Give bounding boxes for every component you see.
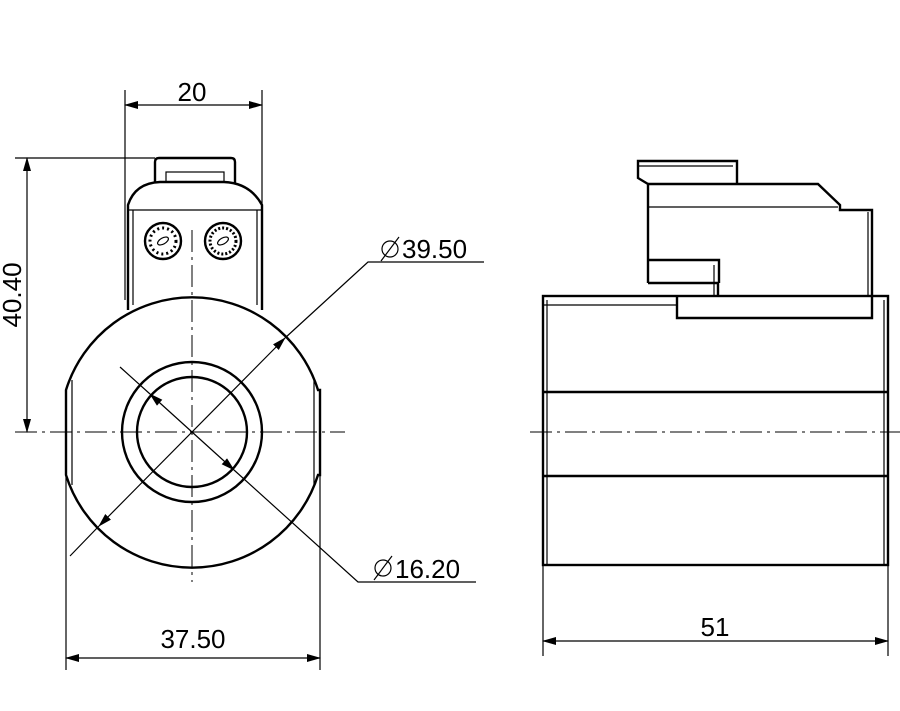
terminal-numbering-icon <box>143 221 243 261</box>
connector-front <box>126 156 264 310</box>
dimension-label: 39.50 <box>402 234 467 264</box>
connector-side <box>636 159 874 320</box>
dimension-label: 51 <box>701 612 730 642</box>
dimension-label: 20 <box>178 77 207 107</box>
dimension-body-width: 37.50 <box>65 475 321 670</box>
diameter-symbol-icon <box>373 555 393 581</box>
dimension-label: 37.50 <box>160 624 225 654</box>
dimension-label: 16.20 <box>395 554 460 584</box>
dimension-inner-diameter: 16.20 <box>119 366 476 584</box>
dimension-height: 40.40 <box>0 157 155 433</box>
coil-side-outline <box>541 294 890 567</box>
dimension-length: 51 <box>542 565 889 656</box>
dimension-label: 40.40 <box>0 262 27 327</box>
side-view: 51 <box>530 159 900 656</box>
front-view: 20 40.40 37.50 39.50 <box>0 77 484 670</box>
dimension-connector-width: 20 <box>124 77 263 300</box>
diameter-symbol-icon <box>380 236 400 262</box>
